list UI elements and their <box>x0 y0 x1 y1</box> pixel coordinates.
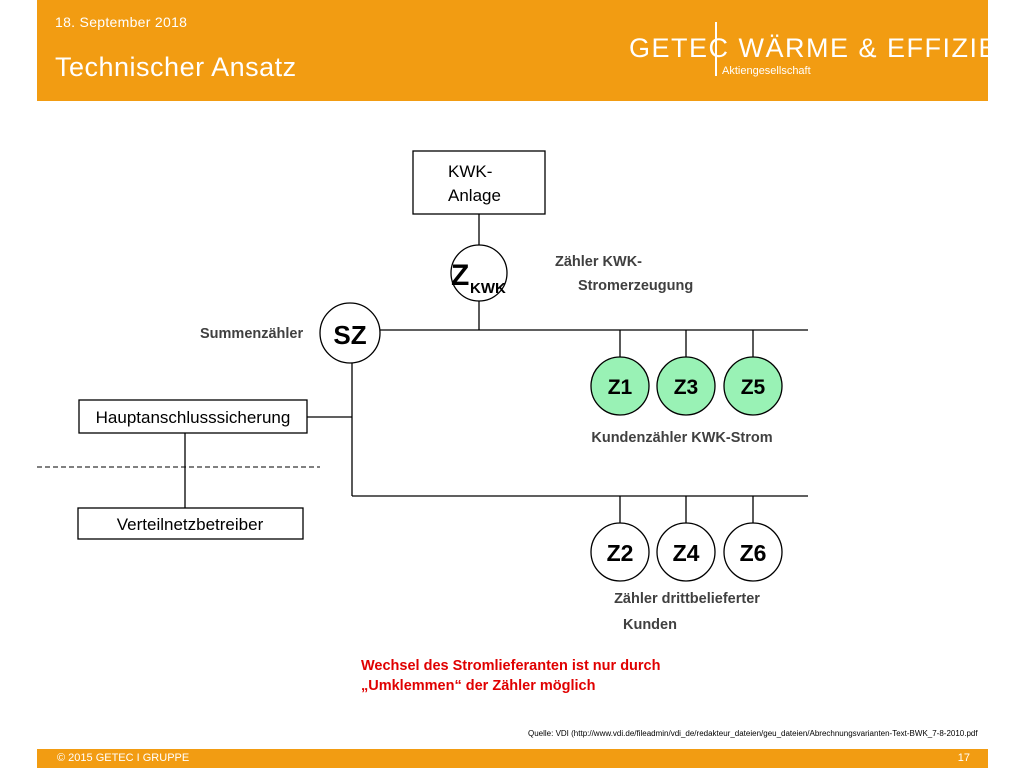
logo-divider <box>715 22 717 76</box>
zkwk-meter-subscript: KWK <box>470 280 506 297</box>
customer-meter-z3-label: Z3 <box>674 376 699 399</box>
sum-meter-annotation: Summenzähler <box>200 326 303 342</box>
customer-meter-z1-label: Z1 <box>608 376 633 399</box>
zkwk-meter <box>450 244 508 302</box>
customer-meter-z5 <box>723 356 783 416</box>
third-party-meter-z2-label: Z2 <box>607 540 634 566</box>
note-line2: „Umklemmen“ der Zähler möglich <box>361 678 596 694</box>
customer-meter-z1 <box>590 356 650 416</box>
zkwk-annotation-line1: Zähler KWK- <box>555 254 642 270</box>
connection-lines <box>184 214 808 523</box>
customer-meters-annotation: Kundenzähler KWK-Strom <box>591 430 772 446</box>
source-citation: Quelle: VDI (http://www.vdi.de/fileadmin… <box>528 729 978 738</box>
footer-copyright: © 2015 GETEC I GRUPPE <box>57 752 190 764</box>
zkwk-meter-label: Z <box>451 259 469 292</box>
note-line1: Wechsel des Stromlieferanten ist nur dur… <box>361 658 661 674</box>
third-party-meter-z4 <box>656 522 716 582</box>
sum-meter-label: SZ <box>333 320 366 350</box>
supplier-change-note: Wechsel des Stromlieferanten ist nur dur… <box>361 656 660 696</box>
header-bar: 18. September 2018 Technischer Ansatz GE… <box>37 0 1024 101</box>
third-party-annotation-line1: Zähler drittbelieferter <box>614 591 760 607</box>
third-party-annotation-line2: Kunden <box>623 617 677 633</box>
slide-title: Technischer Ansatz <box>55 52 297 82</box>
third-party-meter-z6 <box>723 522 783 582</box>
main-fuse-box <box>78 399 308 434</box>
third-party-meter-z6-label: Z6 <box>740 540 767 566</box>
network-operator-box <box>77 507 304 540</box>
zkwk-annotation-line2: Stromerzeugung <box>578 278 693 294</box>
page-number: 17 <box>957 752 970 764</box>
kwk-plant-box <box>412 150 546 215</box>
sum-meter <box>319 302 381 364</box>
kwk-box-label-line2: Anlage <box>448 186 501 205</box>
third-party-meter-z4-label: Z4 <box>673 540 700 566</box>
third-party-meter-z2 <box>590 522 650 582</box>
customer-meter-z3 <box>656 356 716 416</box>
customer-meter-z5-label: Z5 <box>741 376 766 399</box>
network-operator-label: Verteilnetzbetreiber <box>117 515 264 534</box>
footer-bar: © 2015 GETEC I GRUPPE 17 <box>37 749 988 768</box>
company-logo-subtitle: Aktiengesellschaft <box>722 65 811 77</box>
slide-date: 18. September 2018 <box>55 14 188 30</box>
company-logo: GETEC WÄRME & EFFIZIENZ <box>629 33 1024 63</box>
kwk-box-label-line1: KWK- <box>448 162 492 181</box>
main-fuse-label: Hauptanschlusssicherung <box>96 408 291 427</box>
